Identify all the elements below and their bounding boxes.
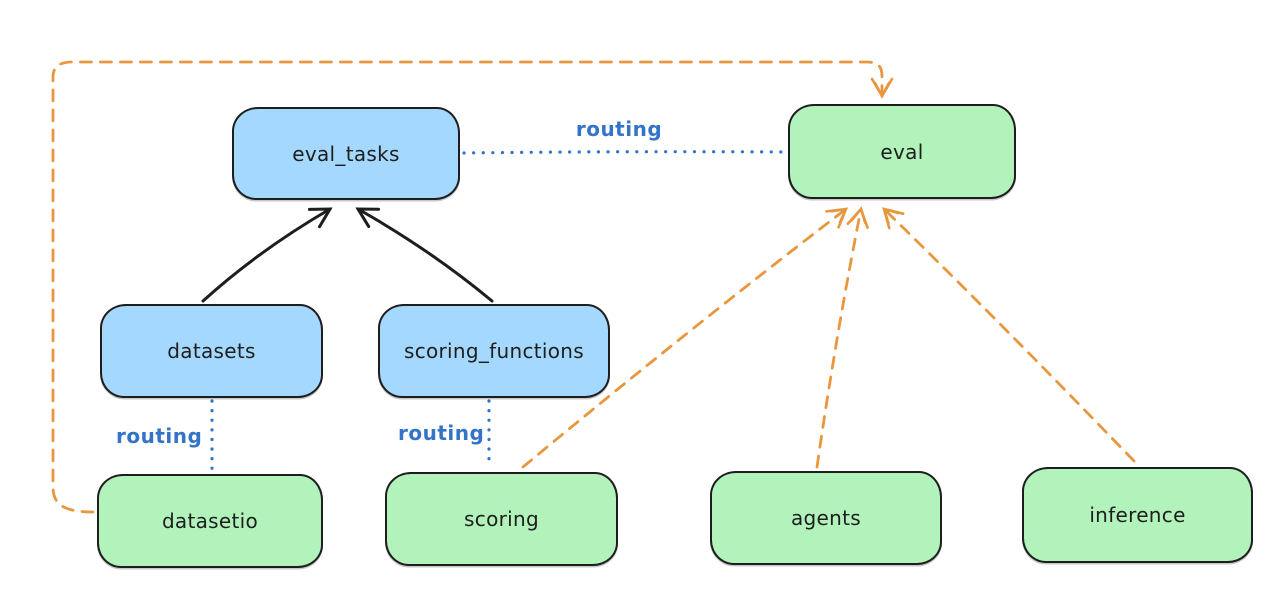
node-agents-label: agents — [791, 506, 861, 530]
node-scoring-label: scoring — [464, 507, 539, 531]
node-scoring-functions: scoring_functions — [378, 304, 610, 398]
node-datasetio-label: datasetio — [161, 509, 259, 533]
edge-scoring-to-eval — [521, 207, 849, 469]
edge-label-routing-scoring-functions-scoring: routing — [398, 421, 485, 445]
node-datasets: datasets — [100, 304, 323, 398]
edge-agents-to-eval — [815, 206, 869, 469]
node-scoring-functions-label: scoring_functions — [403, 339, 585, 363]
node-scoring: scoring — [385, 472, 618, 566]
node-eval-tasks: eval_tasks — [232, 107, 460, 200]
node-datasetio: datasetio — [97, 474, 323, 568]
edge-eval-tasks-to-eval-routing — [462, 150, 786, 155]
node-eval: eval — [788, 104, 1016, 199]
node-eval-tasks-label: eval_tasks — [292, 141, 400, 166]
edge-datasets-to-eval-tasks — [201, 207, 333, 303]
edge-label-routing-eval-tasks-eval: routing — [575, 117, 663, 141]
node-inference-label: inference — [1089, 503, 1186, 527]
node-agents: agents — [710, 471, 942, 565]
edge-label-routing-datasets-datasetio: routing — [116, 424, 203, 448]
edge-datasetio-to-eval — [51, 60, 894, 514]
node-inference: inference — [1022, 467, 1253, 563]
node-eval-label: eval — [880, 139, 924, 164]
node-datasets-label: datasets — [167, 339, 256, 363]
edge-scoring-functions-to-eval-tasks — [355, 207, 494, 303]
edge-inference-to-eval — [882, 207, 1136, 463]
